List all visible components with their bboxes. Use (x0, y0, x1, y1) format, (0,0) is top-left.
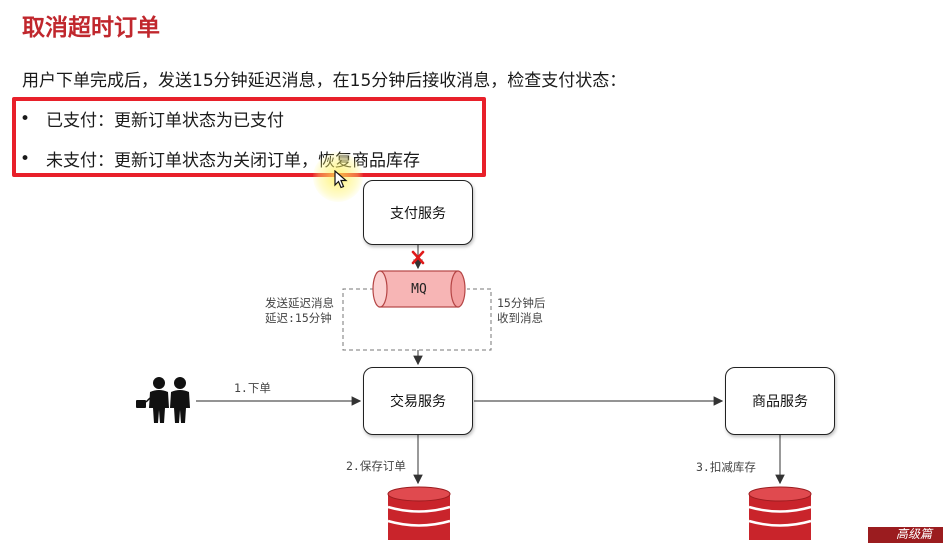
receive-line2: 收到消息 (497, 311, 543, 325)
receive-label: 15分钟后 收到消息 (497, 296, 545, 326)
bullet-paid-text: 已支付：更新订单状态为已支付 (46, 111, 284, 131)
corner-badge-text: 高级篇 (896, 527, 933, 541)
highlight-box (12, 97, 486, 177)
bullet-marker: • (20, 108, 31, 129)
page-title: 取消超时订单 (22, 15, 160, 41)
bullet-marker: • (20, 148, 31, 169)
send-delay-line1: 发送延迟消息 (265, 296, 334, 310)
send-delay-line2: 延迟:15分钟 (265, 311, 332, 325)
send-delay-label: 发送延迟消息 延迟:15分钟 (265, 296, 334, 326)
step-order-label: 1.下单 (234, 381, 271, 395)
mouse-cursor-icon (334, 170, 348, 189)
payment-service-node: 支付服务 (363, 180, 473, 245)
cross-mark-icon (411, 250, 425, 265)
bullet-paid: • 已支付：更新订单状态为已支付 (20, 106, 284, 132)
database-icon (748, 486, 812, 540)
database-icon (387, 486, 451, 540)
step-deduct-stock-label: 3.扣减库存 (696, 460, 756, 474)
intro-text: 用户下单完成后，发送15分钟延迟消息，在15分钟后接收消息，检查支付状态： (22, 71, 627, 91)
delay-loop-dashed (342, 288, 492, 351)
receive-line1: 15分钟后 (497, 296, 546, 310)
mq-node-label: MQ (411, 281, 427, 297)
corner-badge (868, 527, 943, 543)
mq-queue-icon (372, 270, 466, 308)
trade-service-node: 交易服务 (363, 367, 473, 435)
users-icon (136, 377, 190, 423)
step-save-order-label: 2.保存订单 (346, 459, 406, 473)
product-service-node: 商品服务 (725, 367, 835, 435)
